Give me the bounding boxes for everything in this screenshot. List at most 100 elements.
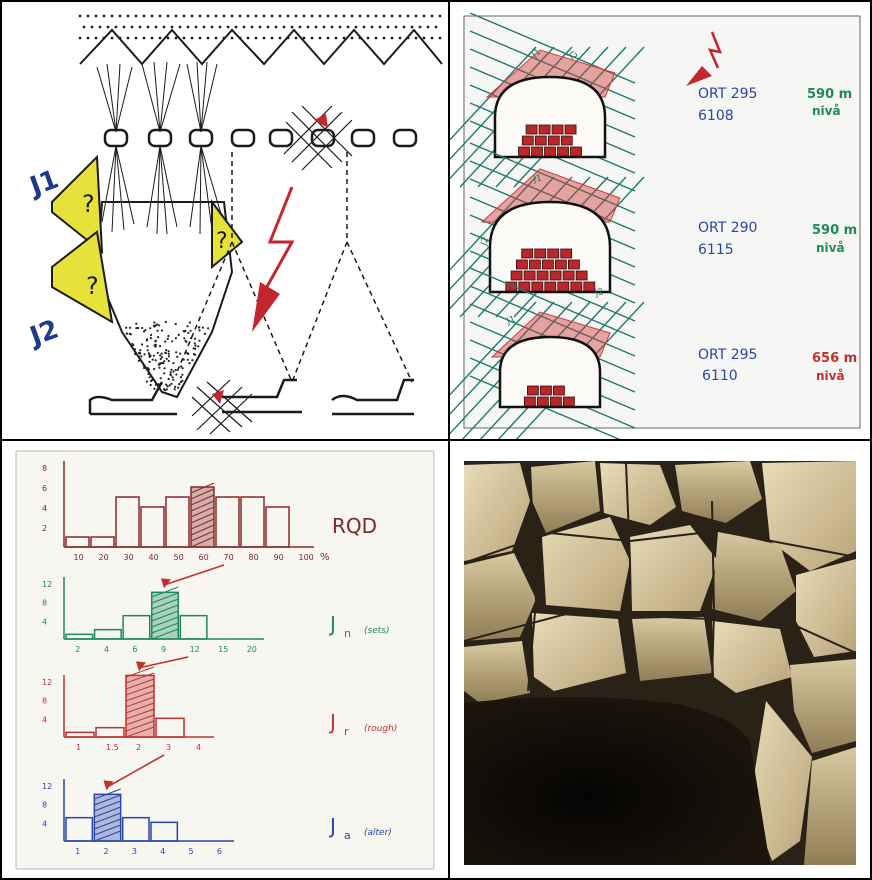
ore-dot [403, 26, 406, 29]
histogram-subscript: a [344, 829, 351, 842]
ore-dot [87, 37, 90, 40]
ore-dot [79, 15, 82, 18]
ore-dot [415, 15, 418, 18]
ore-dot [83, 26, 86, 29]
fallen-block [516, 260, 527, 269]
x-tick-label: 3 [132, 847, 137, 856]
muck-dot [155, 384, 157, 386]
ore-dot [331, 26, 334, 29]
muck-dot [159, 354, 161, 356]
muck-dot [149, 327, 151, 329]
ore-dot [359, 15, 362, 18]
ore-dot [123, 26, 126, 29]
fallen-block [561, 136, 572, 145]
muck-dot [134, 353, 136, 355]
wedge-lower-left [52, 232, 112, 322]
ore-dot [363, 26, 366, 29]
muck-dot [143, 364, 145, 366]
muck-dot [207, 327, 209, 329]
x-tick-label: 2 [104, 847, 109, 856]
muck-dot [163, 360, 165, 362]
ore-dot [255, 37, 258, 40]
ore-dot [231, 37, 234, 40]
muck-dot [146, 381, 148, 383]
muck-dot [187, 352, 189, 354]
muck-dot [167, 335, 169, 337]
muck-dot [160, 358, 162, 360]
ore-dot [351, 15, 354, 18]
drawpoint-zigzag [80, 30, 442, 64]
ore-dot [323, 26, 326, 29]
fallen-block [524, 271, 535, 280]
muck-dot [169, 384, 171, 386]
ore-dot [191, 37, 194, 40]
fallen-block [540, 386, 551, 395]
ore-dot [391, 15, 394, 18]
fallen-block [532, 282, 543, 291]
ore-dot [127, 37, 130, 40]
muck-dot [146, 345, 148, 347]
ore-dot [367, 37, 370, 40]
histogram-title: J [328, 612, 336, 636]
ore-dot [175, 15, 178, 18]
ore-dot [243, 26, 246, 29]
muck-dot [154, 340, 156, 342]
histogram-title: J [328, 814, 336, 838]
x-tick-label: 1 [75, 847, 80, 856]
histogram-note: (sets) [364, 626, 389, 636]
row3-num: 6110 [702, 368, 738, 384]
ore-dot [291, 26, 294, 29]
ore-dot [271, 15, 274, 18]
muck-dot [174, 388, 176, 390]
row2-level: 590 m [812, 223, 857, 238]
ore-dot [327, 37, 330, 40]
muck-dot [170, 371, 172, 373]
muck-dot [171, 340, 173, 342]
ore-dot [251, 26, 254, 29]
fallen-block [511, 271, 522, 280]
muck-dot [168, 355, 170, 357]
muck-dot [181, 374, 183, 376]
fallen-block [550, 397, 561, 406]
x-tick-label: 2 [136, 743, 141, 752]
ore-dot [367, 15, 370, 18]
muck-dot [174, 386, 176, 388]
ore-dot [131, 26, 134, 29]
muck-dot [187, 332, 189, 334]
y-tick-label: 12 [42, 678, 52, 687]
ore-dot [355, 26, 358, 29]
x-tick-label: 20 [247, 645, 257, 654]
muck-dot [152, 359, 154, 361]
muck-dot [150, 334, 152, 336]
ore-dot [319, 15, 322, 18]
fallen-block [548, 249, 559, 258]
question-mark-1: ? [82, 190, 95, 218]
row3-level-word: nivå [816, 369, 845, 383]
ore-dot [255, 15, 258, 18]
muck-dot [168, 378, 170, 380]
muck-dot [181, 380, 183, 382]
y-tick-label: 8 [42, 697, 47, 706]
ore-dot [107, 26, 110, 29]
ore-dot [339, 26, 342, 29]
ore-dot [207, 37, 210, 40]
muck-dot [198, 340, 200, 342]
muck-dot [172, 370, 174, 372]
ore-dot [167, 15, 170, 18]
ore-dot [315, 26, 318, 29]
fallen-block [529, 260, 540, 269]
ore-dot [95, 15, 98, 18]
muck-dot [204, 333, 206, 335]
y-tick-label: 4 [42, 819, 47, 828]
ore-dot [79, 37, 82, 40]
x-tick-label: 1.5 [106, 743, 119, 752]
fallen-block [527, 386, 538, 395]
ore-dot [195, 26, 198, 29]
muck-dot [175, 369, 177, 371]
muck-dot [190, 330, 192, 332]
muck-dot [160, 377, 162, 379]
x-tick-label: 4 [160, 847, 165, 856]
ore-dot [379, 26, 382, 29]
ore-dot [151, 15, 154, 18]
ore-dot [159, 15, 162, 18]
